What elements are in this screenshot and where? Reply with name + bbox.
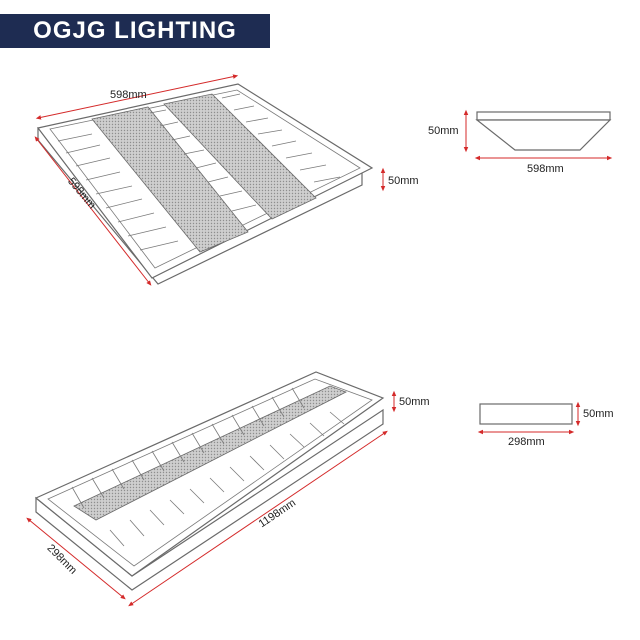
dim-label-1200-profile-width: 298mm bbox=[508, 436, 545, 448]
dim-label-600-height: 50mm bbox=[388, 175, 419, 187]
brand-logo: OGJG LIGHTING bbox=[0, 14, 270, 48]
dim-label-600-width: 598mm bbox=[110, 89, 147, 101]
dim-line-1200-length bbox=[128, 430, 388, 607]
panel-600-drawing: 598mm 598mm 50mm bbox=[34, 74, 419, 286]
profile-600-body bbox=[475, 119, 612, 151]
profile-600-top bbox=[476, 111, 611, 121]
dim-line-1200-width bbox=[26, 517, 126, 600]
panel-1200-drawing: 1198mm 298mm 50mm bbox=[26, 371, 430, 607]
dim-line-600-depth bbox=[34, 136, 152, 286]
dim-label-1200-profile-height: 50mm bbox=[583, 408, 614, 420]
dim-label-600-profile-width: 598mm bbox=[527, 163, 564, 175]
dim-label-1200-height: 50mm bbox=[399, 396, 430, 408]
dim-label-1200-width: 298mm bbox=[45, 542, 79, 576]
panel-1200-profile: 50mm 298mm bbox=[477, 401, 614, 448]
dim-line-600-width bbox=[35, 74, 239, 120]
profile-1200-body bbox=[479, 403, 573, 425]
brand-logo-text: OGJG LIGHTING bbox=[33, 17, 237, 44]
dim-label-600-profile-height: 50mm bbox=[428, 125, 459, 137]
panel-600-profile: 50mm 598mm bbox=[428, 109, 613, 175]
